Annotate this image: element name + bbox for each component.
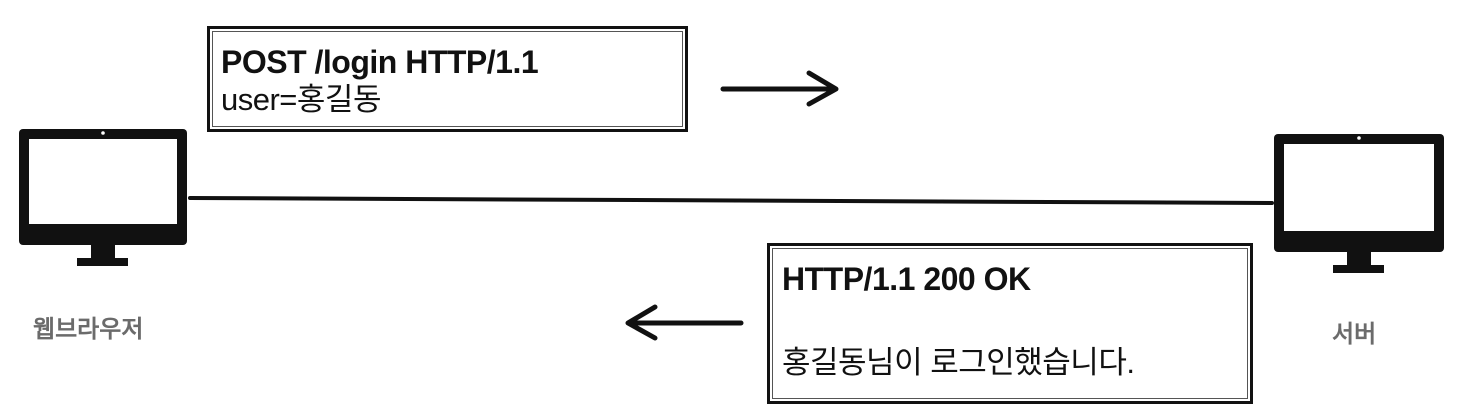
response-arrow-icon [625, 304, 744, 341]
browser-monitor-icon [19, 129, 187, 266]
server-monitor-icon [1274, 134, 1444, 273]
request-line: POST /login HTTP/1.1 [221, 44, 539, 80]
http-response-message: HTTP/1.1 200 OK 홍길동님이 로그인했습니다. [767, 243, 1253, 404]
request-arrow-icon [720, 70, 839, 107]
connection-line [188, 196, 1274, 205]
request-body: user=홍길동 [221, 82, 381, 117]
response-body: 홍길동님이 로그인했습니다. [782, 345, 1135, 380]
server-label: 서버 [1332, 320, 1377, 348]
http-request-message: POST /login HTTP/1.1 user=홍길동 [207, 26, 688, 132]
browser-label: 웹브라우저 [33, 315, 144, 343]
status-line: HTTP/1.1 200 OK [782, 261, 1031, 297]
